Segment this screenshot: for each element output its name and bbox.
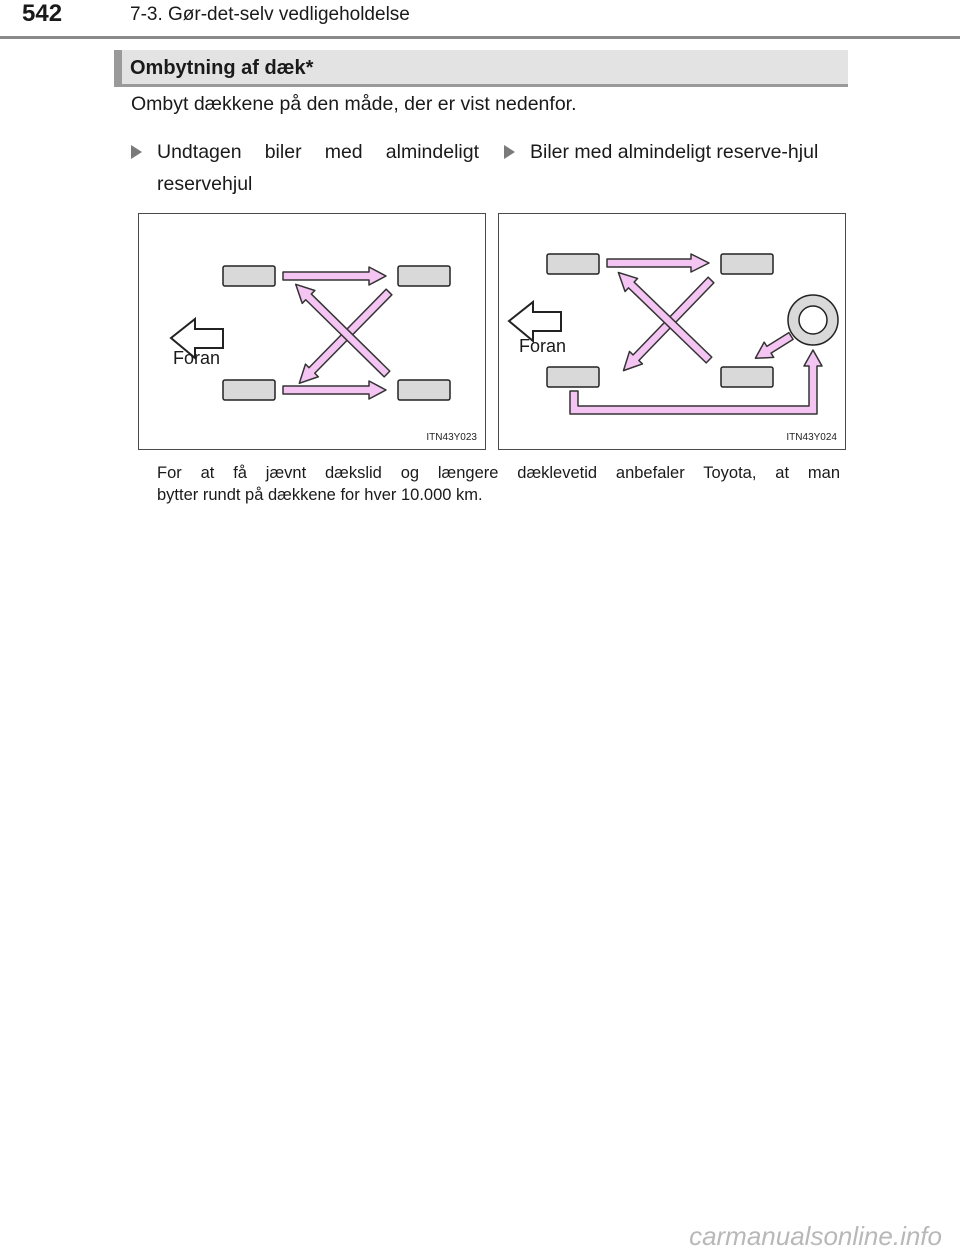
tire-front-left [546, 253, 600, 275]
rotation-arrow-top [282, 266, 387, 286]
intro-text: Ombyt dækkene på den måde, der er vist n… [131, 93, 577, 115]
front-label: Foran [519, 336, 567, 356]
figure-code: ITN43Y024 [786, 432, 837, 443]
rotation-arrow-top [606, 253, 710, 273]
tire-rear-left [720, 253, 774, 275]
rotation-arrow-spare-to-rear [754, 331, 794, 360]
header-rule [0, 36, 960, 39]
chapter-title: 7-3. Gør-det-selv vedligeholdelse [130, 4, 410, 25]
bullet-triangle-icon [131, 145, 142, 159]
figure-caption-right-text: Biler med almindeligt reserve-hjul [530, 141, 819, 163]
page-number: 542 [22, 0, 63, 27]
rotation-diagram-no-spare: Foran ITN43Y023 [138, 213, 486, 450]
rotation-diagram-no-spare-drawing [169, 265, 451, 401]
rotation-arrow-bottom [282, 380, 387, 400]
tire-front-left [222, 265, 276, 287]
tire-front-right [546, 366, 600, 388]
rotation-arrow-diagonal-up [294, 283, 391, 378]
figure-caption-left: Undtagen biler med almindeligt reservehj… [131, 136, 479, 200]
figure-caption-right: Biler med almindeligt reserve-hjul [504, 136, 840, 168]
rotation-arrow-diagonal-up [617, 271, 713, 364]
rotation-diagram-with-spare-drawing [507, 253, 839, 415]
rotation-note: For at få jævnt dækslid og længere dækle… [157, 462, 840, 506]
tire-rear-right [397, 379, 451, 401]
rotation-arrow-front-to-spare [569, 349, 823, 415]
section-heading-text: Ombytning af dæk* [130, 57, 314, 79]
rotation-note-line-2: bytter rundt på dækkene for hver 10.000 … [157, 486, 483, 504]
rotation-note-line-1: For at få jævnt dækslid og længere dækle… [157, 464, 840, 482]
front-direction-arrow-icon [507, 299, 562, 344]
figure-caption-left-text: Undtagen biler med almindeligt reservehj… [157, 141, 479, 195]
section-heading: Ombytning af dæk* [114, 50, 848, 87]
rotation-diagram-with-spare: Foran ITN43Y024 [498, 213, 846, 450]
tire-rear-right [720, 366, 774, 388]
tire-front-right [222, 379, 276, 401]
figure-code: ITN43Y023 [426, 432, 477, 443]
watermark-text: carmanualsonline.info [689, 1221, 942, 1251]
heading-accent-bar [114, 50, 122, 84]
bullet-triangle-icon [504, 145, 515, 159]
front-direction-arrow-icon [169, 316, 224, 361]
tire-rear-left [397, 265, 451, 287]
front-label: Foran [173, 348, 221, 368]
